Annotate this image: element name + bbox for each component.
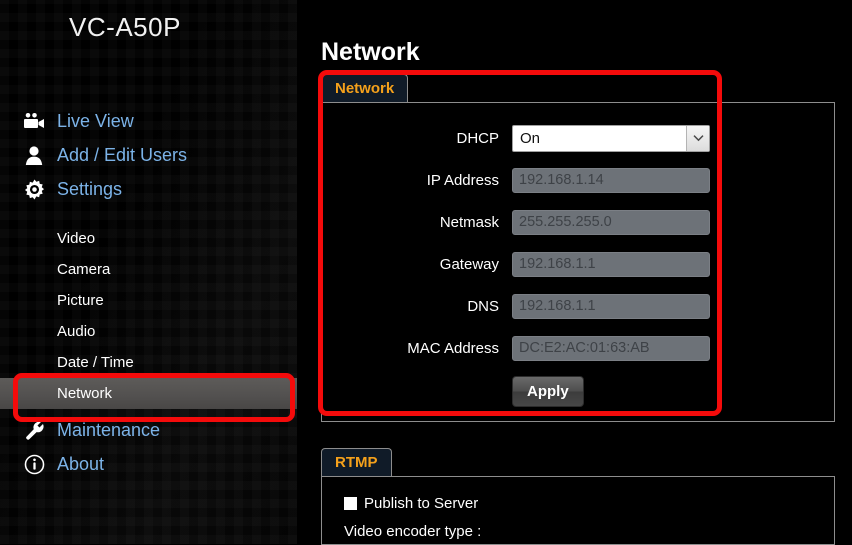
gateway-input[interactable]: 192.168.1.1 bbox=[512, 251, 710, 277]
sidebar-item-add-edit-users[interactable]: Add / Edit Users bbox=[0, 138, 297, 172]
sidebar-item-label: Live View bbox=[57, 110, 134, 131]
video-camera-icon bbox=[20, 108, 48, 134]
tab-rtmp[interactable]: RTMP bbox=[321, 448, 392, 476]
video-encoder-type-row: Video encoder type : bbox=[322, 517, 834, 545]
wrench-icon bbox=[20, 417, 48, 443]
sidebar-item-audio[interactable]: Audio bbox=[0, 316, 297, 347]
publish-to-server-label: Publish to Server bbox=[364, 494, 479, 512]
dhcp-label: DHCP bbox=[456, 129, 499, 147]
rtmp-tab-row: RTMP bbox=[321, 448, 835, 477]
field-row-gateway: Gateway 192.168.1.1 bbox=[322, 243, 834, 285]
sidebar-item-maintenance[interactable]: Maintenance bbox=[0, 413, 297, 447]
gear-icon bbox=[20, 176, 48, 202]
dhcp-select[interactable]: On bbox=[512, 124, 710, 152]
video-encoder-type-label: Video encoder type : bbox=[344, 522, 482, 540]
publish-to-server-row[interactable]: Publish to Server bbox=[322, 489, 834, 517]
mac-address-label: MAC Address bbox=[407, 339, 499, 357]
tab-label: RTMP bbox=[335, 454, 378, 471]
field-row-dhcp: DHCP On bbox=[322, 117, 834, 159]
apply-row: Apply bbox=[322, 369, 834, 413]
main-content: Network Network DHCP On IP bbox=[297, 0, 852, 545]
sidebar-item-camera[interactable]: Camera bbox=[0, 254, 297, 285]
tab-network[interactable]: Network bbox=[321, 74, 409, 102]
sidebar-item-label: Network bbox=[57, 385, 113, 402]
tab-label: Network bbox=[335, 80, 395, 97]
sidebar-item-picture[interactable]: Picture bbox=[0, 285, 297, 316]
rtmp-settings-panel: RTMP Publish to Server Video encoder typ… bbox=[321, 448, 835, 545]
sidebar-item-live-view[interactable]: Live View bbox=[0, 104, 297, 138]
sidebar-item-label: Settings bbox=[57, 178, 123, 199]
chevron-down-icon[interactable] bbox=[686, 125, 709, 151]
sidebar-item-label: Add / Edit Users bbox=[57, 144, 188, 165]
netmask-input[interactable]: 255.255.255.0 bbox=[512, 209, 710, 235]
sidebar-item-settings[interactable]: Settings bbox=[0, 172, 297, 206]
field-row-mac-address: MAC Address DC:E2:AC:01:63:AB bbox=[322, 327, 834, 369]
dns-input[interactable]: 192.168.1.1 bbox=[512, 293, 710, 319]
dns-label: DNS bbox=[467, 297, 499, 315]
sidebar-item-video[interactable]: Video bbox=[0, 223, 297, 254]
rtmp-panel-body: Publish to Server Video encoder type : bbox=[321, 477, 835, 545]
network-settings-panel: Network DHCP On IP Address 192.168.1.14 bbox=[321, 74, 835, 422]
sidebar-item-label: Date / Time bbox=[57, 354, 134, 371]
gateway-label: Gateway bbox=[439, 255, 499, 273]
page-title: Network bbox=[321, 38, 420, 66]
sidebar-item-label: Camera bbox=[57, 261, 111, 278]
publish-to-server-checkbox[interactable] bbox=[344, 496, 357, 510]
mac-address-input: DC:E2:AC:01:63:AB bbox=[512, 335, 710, 361]
info-circle-icon bbox=[20, 451, 48, 477]
sidebar: VC-A50P Live View Add / Edit Users bbox=[0, 0, 297, 544]
sidebar-item-label: Maintenance bbox=[57, 419, 161, 440]
sidebar-nav-secondary: Maintenance About bbox=[0, 413, 297, 481]
sidebar-nav-primary: Live View Add / Edit Users Settings bbox=[0, 104, 297, 206]
sidebar-item-label: Video bbox=[57, 230, 96, 247]
field-row-dns: DNS 192.168.1.1 bbox=[322, 285, 834, 327]
sidebar-item-date-time[interactable]: Date / Time bbox=[0, 347, 297, 378]
ip-address-input[interactable]: 192.168.1.14 bbox=[512, 167, 710, 193]
sidebar-item-label: About bbox=[57, 453, 105, 474]
brand-model-title: VC-A50P bbox=[69, 12, 181, 42]
sidebar-item-label: Audio bbox=[57, 323, 96, 340]
sidebar-item-about[interactable]: About bbox=[0, 447, 297, 481]
sidebar-item-label: Picture bbox=[57, 292, 104, 309]
network-tab-row: Network bbox=[321, 74, 835, 103]
field-row-netmask: Netmask 255.255.255.0 bbox=[322, 201, 834, 243]
dhcp-selected-value: On bbox=[520, 129, 541, 147]
apply-button[interactable]: Apply bbox=[512, 375, 584, 407]
field-row-ip-address: IP Address 192.168.1.14 bbox=[322, 159, 834, 201]
network-panel-body: DHCP On IP Address 192.168.1.14 Netmask … bbox=[321, 103, 835, 422]
sidebar-item-network[interactable]: Network bbox=[0, 378, 297, 409]
ip-address-label: IP Address bbox=[426, 171, 499, 189]
user-icon bbox=[20, 142, 48, 168]
sidebar-nav-settings-children: Video Camera Picture Audio Date / Time N… bbox=[0, 223, 297, 409]
netmask-label: Netmask bbox=[439, 213, 499, 231]
